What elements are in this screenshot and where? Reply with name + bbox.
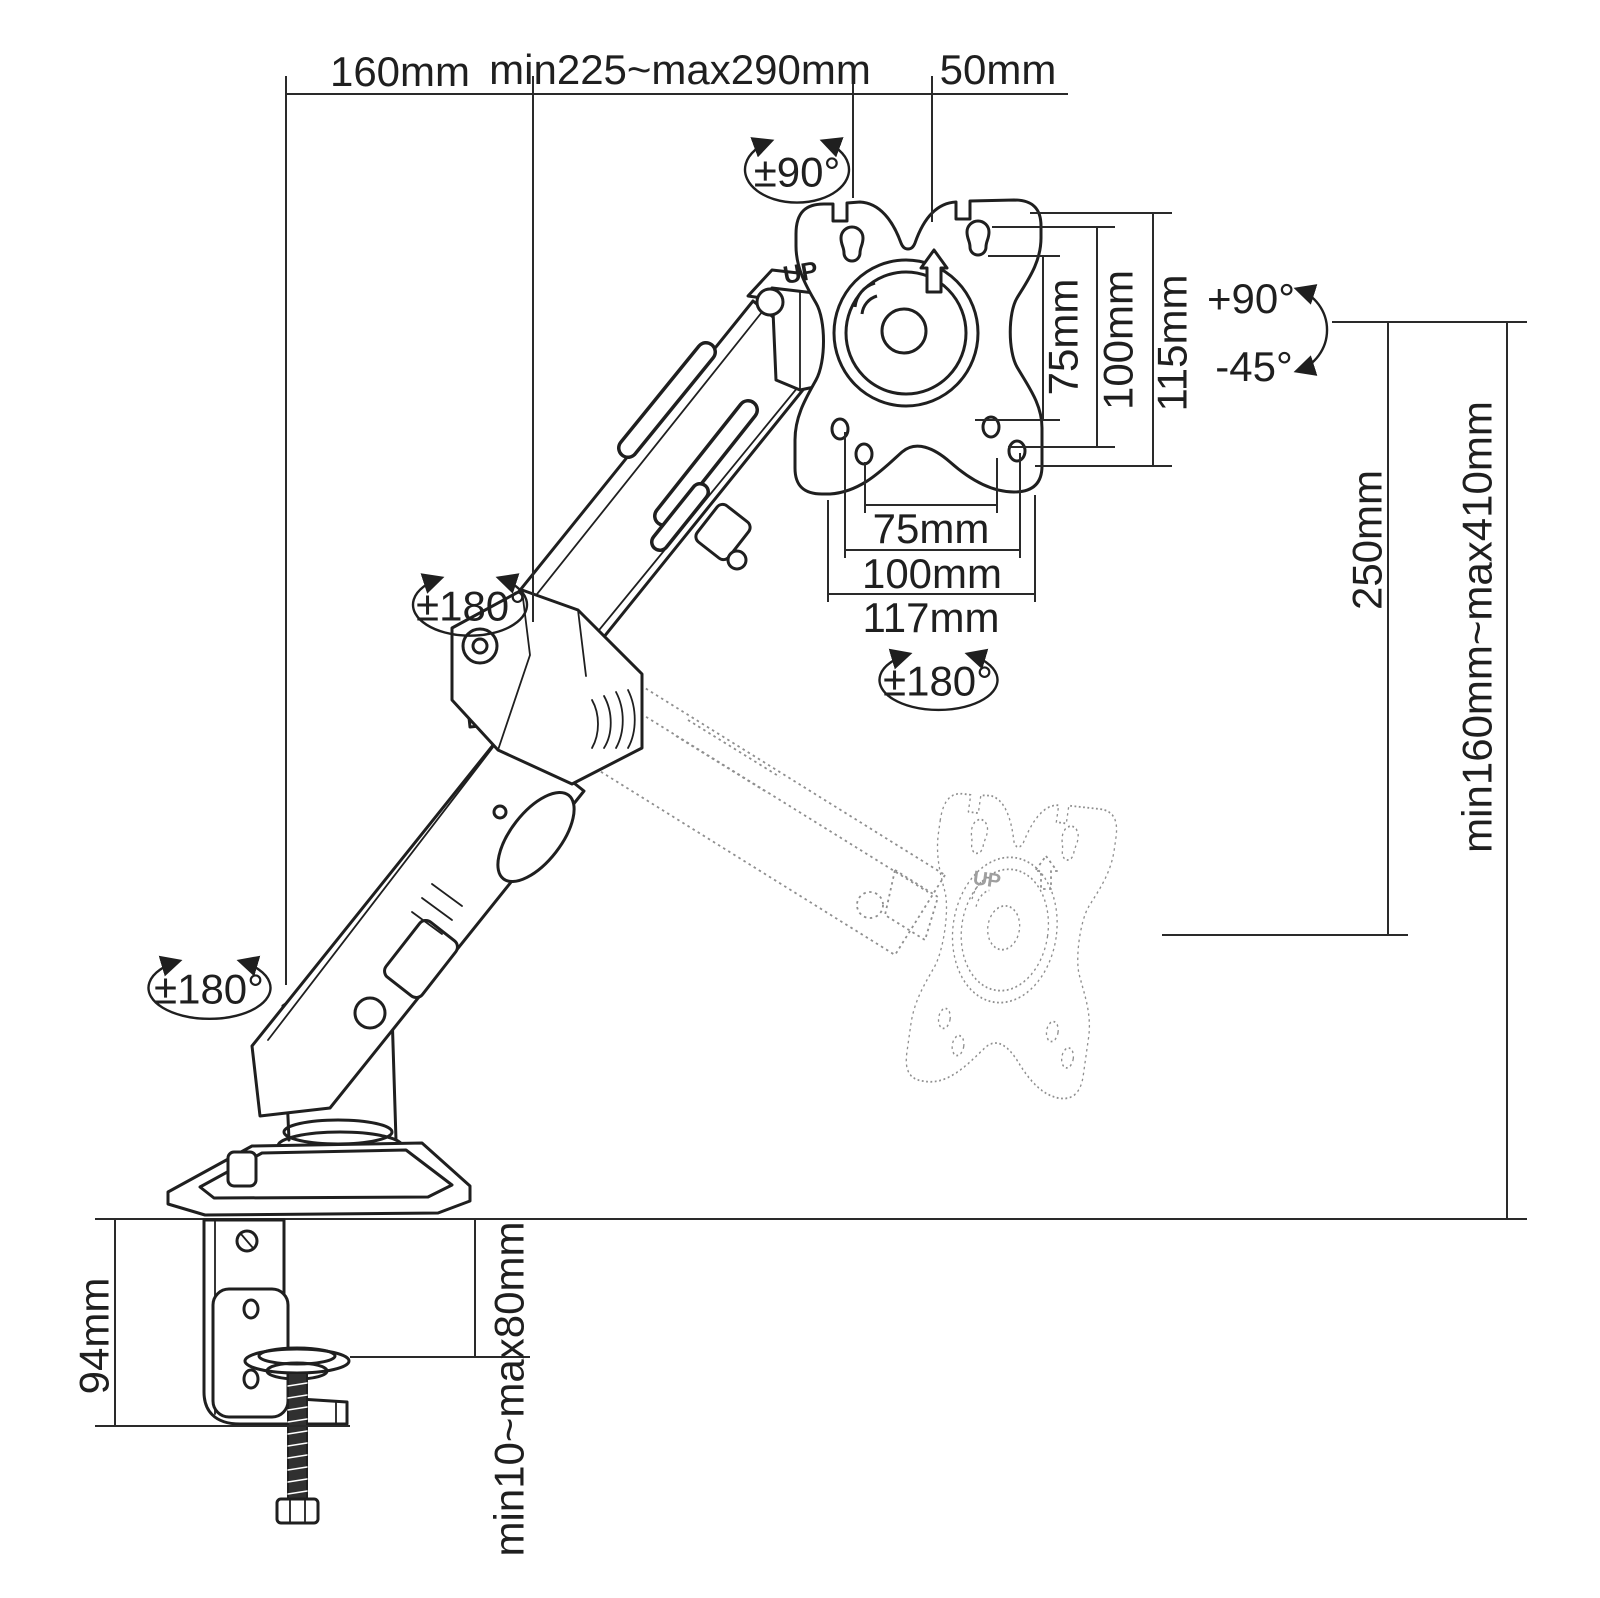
desk-base — [166, 1141, 472, 1217]
dim-160mm: 160mm — [330, 48, 470, 95]
dim-50mm: 50mm — [940, 46, 1057, 93]
tilt-arrow-icon — [1293, 284, 1329, 376]
head-swivel-arrow-icon — [743, 137, 851, 204]
ghost-up-arrow-icon — [1034, 855, 1058, 890]
label-tilt-down: -45° — [1215, 343, 1293, 390]
label-head-swivel: ±90° — [754, 149, 841, 196]
dim-min225-max290: min225~max290mm — [489, 46, 871, 93]
ghost-up-label: UP — [972, 867, 1003, 893]
elbow-rotation-arrow-icon — [411, 573, 529, 637]
dimension-lines — [95, 76, 1527, 1427]
base-lock-tab — [226, 1150, 258, 1188]
dim-height-range: min160mm~max410mm — [1454, 401, 1501, 853]
dim-clamp-range: min10~max80mm — [486, 1222, 533, 1557]
vesa-plate — [793, 198, 1044, 496]
ghost-vesa-plate — [902, 786, 1122, 1104]
vesa-up-label: UP — [781, 256, 820, 290]
label-base-rotation: ±180° — [154, 966, 264, 1013]
label-vesa-rotation: ±180° — [883, 658, 993, 705]
dim-94mm: 94mm — [71, 1278, 118, 1395]
dim-vesa-117h: 117mm — [863, 594, 1000, 641]
dimension-labels: 160mm min225~max290mm 50mm ±90° ±180° ±1… — [71, 46, 1501, 1556]
up-arrow-icon — [919, 248, 949, 294]
rotation-annotations — [147, 137, 1329, 1021]
clamp-bolt-head — [275, 1497, 320, 1525]
ghost-arm-position: UP — [549, 659, 1122, 1104]
dim-vesa-115v: 115mm — [1149, 275, 1196, 412]
elbow-joint — [450, 588, 644, 786]
desk-clamp — [202, 1218, 351, 1525]
dim-vesa-100v: 100mm — [1095, 270, 1142, 410]
label-tilt-up: +90° — [1207, 275, 1295, 322]
dim-vesa-100h: 100mm — [862, 550, 1002, 597]
arm-adjust-knob — [353, 996, 387, 1030]
base-rotation-arrow-icon — [147, 955, 272, 1021]
dim-250mm: 250mm — [1344, 470, 1391, 610]
dim-vesa-75h: 75mm — [873, 505, 990, 552]
label-elbow-rotation: ±180° — [416, 583, 526, 630]
dim-vesa-75v: 75mm — [1040, 279, 1087, 396]
vesa-rotation-arrow-icon — [878, 648, 999, 712]
lower-arm — [250, 727, 586, 1118]
